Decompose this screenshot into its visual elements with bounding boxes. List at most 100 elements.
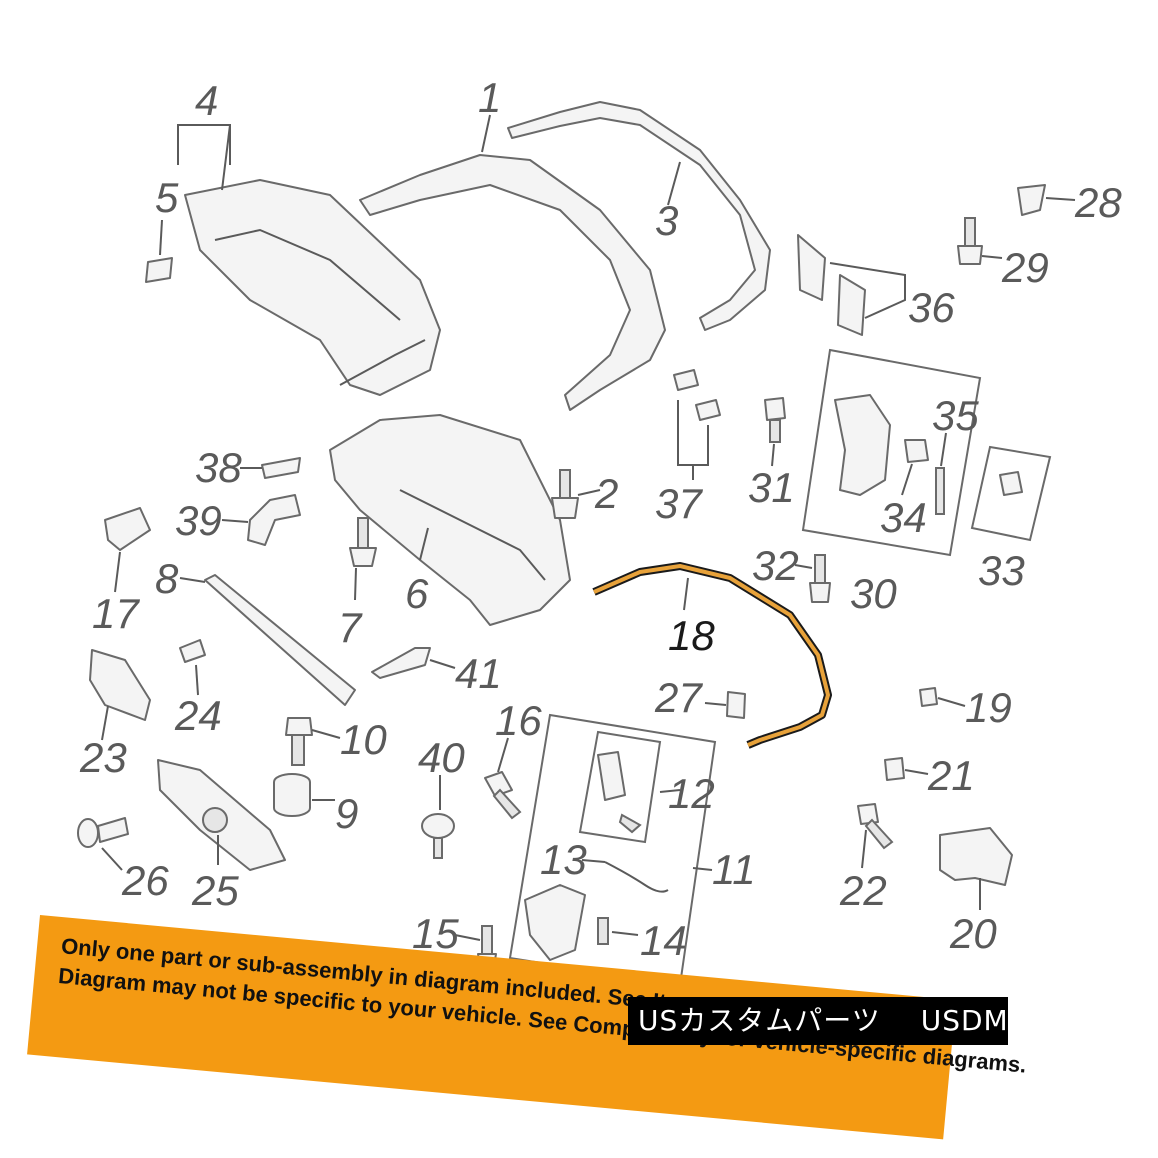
part-35-pin bbox=[935, 467, 945, 515]
leader-11 bbox=[692, 867, 713, 871]
callout-17: 17 bbox=[92, 590, 140, 637]
part-34-bushing bbox=[904, 439, 929, 463]
leader-4 bbox=[177, 124, 231, 165]
leader-6 bbox=[419, 527, 429, 561]
callout-4: 4 bbox=[195, 77, 218, 124]
leader-31 bbox=[771, 443, 775, 467]
part-14-bolt bbox=[597, 917, 609, 945]
part-30-bracket bbox=[834, 394, 891, 496]
part-12-hinge bbox=[597, 751, 642, 834]
part-3-weatherstrip bbox=[507, 101, 771, 331]
part-20-bracket bbox=[939, 827, 1013, 886]
part-22-bolt bbox=[857, 803, 894, 850]
part-41-trim bbox=[371, 647, 431, 679]
part-8-strip bbox=[204, 574, 356, 706]
callout-18: 18 bbox=[668, 612, 715, 659]
leader-29 bbox=[981, 255, 1003, 259]
callout-25: 25 bbox=[191, 867, 239, 914]
callout-37: 37 bbox=[655, 480, 703, 527]
part-26-screw bbox=[77, 817, 129, 848]
part-5-clip bbox=[145, 257, 173, 283]
part-4-rear-cover bbox=[184, 179, 441, 396]
part-33-group-box bbox=[970, 445, 1052, 542]
callout-34: 34 bbox=[880, 494, 927, 541]
part-25-latch bbox=[157, 759, 286, 871]
leader-41 bbox=[429, 659, 456, 669]
callout-5: 5 bbox=[155, 174, 179, 221]
part-6-tray bbox=[329, 414, 571, 626]
callout-11: 11 bbox=[712, 846, 756, 893]
part-24-bolt bbox=[179, 639, 206, 663]
part-28-bracket bbox=[1017, 184, 1046, 216]
callout-10: 10 bbox=[340, 716, 387, 763]
callout-31: 31 bbox=[748, 464, 795, 511]
callout-29: 29 bbox=[1001, 244, 1049, 291]
leader-21 bbox=[904, 769, 929, 775]
callout-3: 3 bbox=[655, 197, 678, 244]
leader-7 bbox=[354, 567, 357, 601]
callout-40: 40 bbox=[418, 734, 465, 781]
part-12-group-box bbox=[578, 730, 662, 844]
callout-35: 35 bbox=[932, 392, 979, 439]
leader-23 bbox=[101, 705, 109, 741]
part-23-bracket bbox=[89, 649, 151, 721]
leader-28 bbox=[1045, 197, 1076, 201]
part-1-frame bbox=[359, 154, 666, 411]
leader-24 bbox=[195, 664, 199, 696]
leader-17 bbox=[114, 551, 121, 593]
callout-19: 19 bbox=[965, 684, 1012, 731]
callout-13: 13 bbox=[540, 836, 587, 883]
callout-12: 12 bbox=[668, 770, 715, 817]
part-40-bumper bbox=[421, 813, 455, 859]
part-13-cable bbox=[604, 861, 669, 893]
callout-1: 1 bbox=[478, 74, 501, 121]
callout-23: 23 bbox=[79, 734, 127, 781]
leader-26 bbox=[101, 847, 123, 871]
leader-5 bbox=[159, 219, 163, 256]
part-11-latch bbox=[524, 884, 586, 961]
part-29-bolt bbox=[957, 217, 983, 265]
callout-2: 2 bbox=[594, 470, 618, 517]
leader-39 bbox=[221, 519, 249, 523]
leader-4-arrow bbox=[221, 124, 231, 191]
callout-8: 8 bbox=[155, 555, 179, 602]
leader-2 bbox=[577, 489, 601, 496]
watermark-right-text: USDM bbox=[920, 1004, 1009, 1037]
leader-19 bbox=[937, 697, 966, 707]
callout-21: 21 bbox=[927, 752, 975, 799]
callout-22: 22 bbox=[839, 867, 887, 914]
callout-6: 6 bbox=[405, 570, 429, 617]
part-36-hinge-plates bbox=[797, 234, 866, 336]
seller-watermark: USカスタムパーツ USDM bbox=[628, 997, 1008, 1045]
callout-41: 41 bbox=[455, 650, 502, 697]
callout-33: 33 bbox=[978, 547, 1025, 594]
leader-36 bbox=[829, 262, 906, 319]
part-9-bushing bbox=[273, 773, 311, 817]
leader-14 bbox=[611, 931, 639, 936]
part-39-bracket bbox=[247, 494, 301, 546]
leader-10 bbox=[311, 729, 341, 739]
part-32-bolt bbox=[809, 554, 831, 603]
leader-27 bbox=[704, 702, 727, 706]
watermark-left-text: USカスタムパーツ bbox=[638, 1004, 881, 1037]
part-33-bolt bbox=[999, 471, 1023, 496]
callout-36: 36 bbox=[908, 284, 955, 331]
leader-22 bbox=[861, 829, 867, 869]
callout-16: 16 bbox=[495, 697, 542, 744]
callout-15: 15 bbox=[412, 910, 459, 957]
leader-34 bbox=[901, 463, 913, 496]
callout-39: 39 bbox=[175, 497, 222, 544]
leader-35 bbox=[940, 432, 947, 467]
leader-3 bbox=[667, 161, 681, 206]
part-2-bolt bbox=[551, 469, 579, 519]
leader-18 bbox=[683, 577, 689, 611]
leader-8 bbox=[179, 577, 206, 583]
part-10-screw bbox=[285, 717, 313, 766]
part-17-bracket bbox=[104, 507, 151, 551]
leader-1 bbox=[481, 114, 491, 153]
callout-28: 28 bbox=[1074, 179, 1122, 226]
part-16-bolt bbox=[484, 771, 522, 820]
leader-12 bbox=[659, 789, 681, 793]
leader-13 bbox=[581, 859, 606, 863]
